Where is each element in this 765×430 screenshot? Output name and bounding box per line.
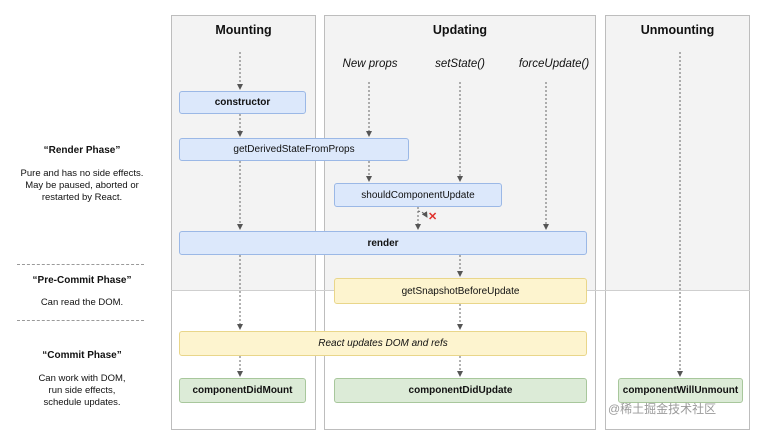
mounting-title: Mounting bbox=[215, 23, 272, 37]
cancel-icon: ✕ bbox=[428, 211, 438, 223]
unmounting-title: Unmounting bbox=[640, 23, 715, 37]
react-updates-box: React updates DOM and refs bbox=[179, 331, 587, 356]
precommit-phase-desc: Can read the DOM. bbox=[40, 297, 124, 308]
did-mount-box: componentDidMount bbox=[179, 378, 306, 403]
updating-title: Updating bbox=[432, 23, 488, 37]
should-update-box: shouldComponentUpdate bbox=[334, 183, 502, 207]
render-phase-desc: Pure and has no side effects. May be pau… bbox=[20, 168, 144, 203]
get-snapshot-box: getSnapshotBeforeUpdate bbox=[334, 278, 587, 304]
commit-phase-desc: Can work with DOM, run side effects, sch… bbox=[38, 373, 126, 408]
render-box: render bbox=[179, 231, 587, 255]
precommit-phase-title: “Pre-Commit Phase” bbox=[32, 275, 132, 286]
trigger-set-state: setState() bbox=[435, 58, 485, 70]
unmounting-column bbox=[605, 15, 750, 430]
constructor-box: constructor bbox=[179, 91, 306, 114]
commit-phase-title: “Commit Phase” bbox=[42, 350, 122, 361]
trigger-force-update: forceUpdate() bbox=[518, 58, 590, 70]
will-unmount-box: componentWillUnmount bbox=[618, 378, 743, 403]
trigger-new-props: New props bbox=[342, 58, 398, 70]
render-phase-title: “Render Phase” bbox=[43, 145, 121, 156]
watermark: @稀土掘金技术社区 bbox=[608, 402, 717, 416]
get-derived-state-box: getDerivedStateFromProps bbox=[179, 138, 409, 161]
did-update-box: componentDidUpdate bbox=[334, 378, 587, 403]
phase-separator-2 bbox=[17, 320, 144, 321]
phase-separator-1 bbox=[17, 264, 144, 265]
